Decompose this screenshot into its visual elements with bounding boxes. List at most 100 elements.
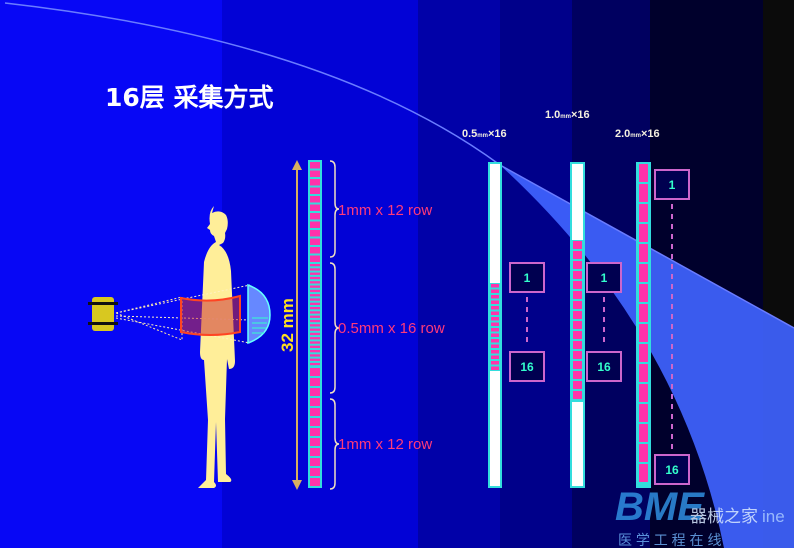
slice-box-last-label: 16 bbox=[520, 360, 534, 374]
detector-cell bbox=[310, 345, 320, 348]
detector-cell bbox=[491, 366, 499, 370]
detector-cell bbox=[639, 184, 648, 202]
detector-cell bbox=[639, 284, 648, 302]
detector-cell bbox=[639, 304, 648, 322]
detector-cell bbox=[491, 289, 499, 293]
detector-cell bbox=[639, 364, 648, 382]
detector-active-region bbox=[489, 283, 501, 371]
detector-cell bbox=[573, 291, 582, 299]
detector-cell bbox=[491, 355, 499, 359]
beam-curve bbox=[4, 2, 794, 329]
slice-box-first bbox=[654, 169, 690, 200]
beam-wedge bbox=[500, 165, 794, 548]
detector-cell bbox=[491, 317, 499, 321]
row-label-bottom: 1mm x 12 row bbox=[338, 436, 432, 453]
detector-cell bbox=[310, 196, 320, 203]
slice-box-last bbox=[586, 351, 622, 382]
detector-cell bbox=[310, 285, 320, 288]
detector-cell bbox=[310, 187, 320, 194]
detector-cell bbox=[639, 164, 648, 182]
detector-cell bbox=[573, 321, 582, 329]
detector-cell bbox=[310, 302, 320, 305]
slice-box-first-label: 1 bbox=[524, 271, 531, 285]
detector-cell bbox=[573, 311, 582, 319]
detector-cell bbox=[573, 261, 582, 269]
detector-cell bbox=[310, 458, 320, 466]
detector-cell bbox=[310, 162, 320, 169]
detector-cell bbox=[310, 328, 320, 331]
detector-cell bbox=[491, 295, 499, 299]
detector-cell bbox=[310, 179, 320, 186]
detector-cell bbox=[310, 319, 320, 323]
detector-cell bbox=[310, 255, 320, 262]
detector-cell bbox=[573, 281, 582, 289]
slice-box-first bbox=[586, 262, 622, 293]
detector-cell bbox=[491, 284, 499, 288]
detector-cell bbox=[491, 328, 499, 332]
detector-cell bbox=[310, 448, 320, 456]
detector-cell bbox=[573, 351, 582, 359]
detector-mode-0.5: 1 16 bbox=[488, 162, 545, 488]
scale-arrow: 32 mm bbox=[278, 160, 302, 490]
detector-cell bbox=[639, 464, 648, 482]
detector-cell bbox=[491, 300, 499, 304]
detector-cell bbox=[310, 272, 320, 275]
detector-cell bbox=[310, 204, 320, 211]
watermark-line2: 医 学 工 程 在 线 bbox=[618, 532, 721, 548]
mode-header-0.5mm: 0.5mm×16 bbox=[462, 128, 507, 140]
xray-beam-illustration bbox=[114, 283, 271, 345]
detector-cell bbox=[573, 341, 582, 349]
detector-cell bbox=[310, 324, 320, 327]
detector-cell bbox=[310, 354, 320, 357]
detector-cell bbox=[639, 444, 648, 462]
detector-cell bbox=[573, 301, 582, 309]
scale-label: 32 mm bbox=[278, 298, 297, 352]
detector-cell bbox=[639, 424, 648, 442]
detector-cell bbox=[310, 468, 320, 476]
slice-box-first-label: 1 bbox=[601, 271, 608, 285]
detector-cell bbox=[573, 331, 582, 339]
human-figure-illustration bbox=[198, 206, 235, 488]
detector-cell bbox=[310, 418, 320, 426]
watermark-logo: BME 器械之家 ine 医 学 工 程 在 线 bbox=[615, 485, 785, 548]
detector-cell bbox=[310, 268, 320, 271]
detector-cell bbox=[573, 371, 582, 379]
xray-tube-icon bbox=[88, 297, 118, 331]
watermark-bme: BME bbox=[615, 485, 705, 529]
detector-cell bbox=[573, 241, 582, 249]
watermark-line1: 器械之家 bbox=[690, 507, 758, 526]
detector-cell bbox=[310, 337, 320, 340]
detector-cell bbox=[310, 368, 320, 376]
detector-cell bbox=[310, 281, 320, 284]
detector-cell bbox=[639, 344, 648, 362]
detector-cell bbox=[639, 244, 648, 262]
detector-cell bbox=[310, 298, 320, 301]
row-label-top: 1mm x 12 row bbox=[338, 202, 432, 219]
detector-cell bbox=[310, 358, 320, 361]
detector-cell bbox=[639, 404, 648, 422]
detector-cell bbox=[639, 324, 648, 342]
detector-cell bbox=[639, 384, 648, 402]
mode-header-2.0mm: 2.0mm×16 bbox=[615, 128, 660, 140]
detector-cell bbox=[310, 294, 320, 297]
slice-box-last-label: 16 bbox=[597, 360, 611, 374]
detector-cell bbox=[310, 276, 320, 280]
detector-cell bbox=[573, 391, 582, 399]
center-detector bbox=[308, 160, 322, 488]
detector-cell bbox=[310, 362, 320, 366]
detector-cell bbox=[491, 306, 499, 310]
detector-cell bbox=[310, 350, 320, 353]
detector-cell bbox=[491, 361, 499, 365]
detector-cell bbox=[310, 221, 320, 228]
row-braces bbox=[329, 160, 340, 490]
detector-cell bbox=[310, 264, 320, 267]
detector-cell bbox=[573, 361, 582, 369]
watermark-suffix: ine bbox=[762, 507, 785, 526]
detector-cell bbox=[491, 333, 499, 337]
detector-cell bbox=[639, 264, 648, 282]
detector-cell bbox=[310, 170, 320, 177]
detector-cell bbox=[310, 332, 320, 336]
